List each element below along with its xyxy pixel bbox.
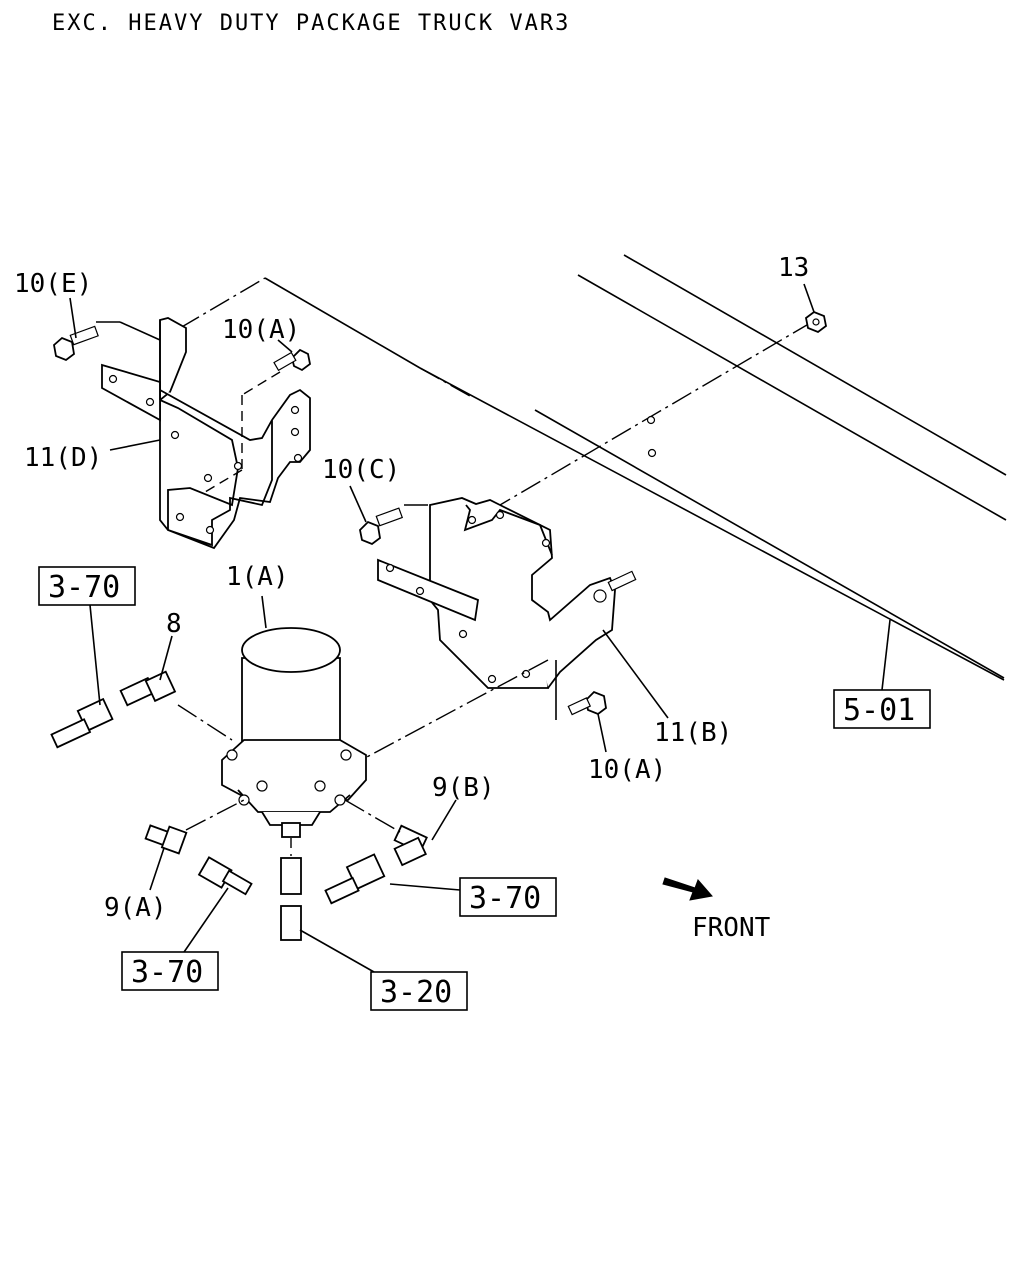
ref-box-320: 3-20	[370, 971, 468, 1011]
bolt-10a-bottom	[567, 690, 607, 716]
fitting-9b	[393, 824, 428, 867]
drain-tube	[280, 857, 302, 941]
callout-10e: 10(E)	[14, 269, 92, 299]
callout-10a-bottom: 10(A)	[588, 755, 666, 785]
air-dryer-1a	[221, 627, 367, 838]
ref-box-370-left: 3-70	[38, 566, 136, 606]
hole	[646, 415, 656, 425]
callout-10a-top: 10(A)	[222, 315, 300, 345]
bracket-11b	[377, 497, 637, 689]
callout-11b: 11(B)	[654, 718, 732, 748]
ref-box-370-bottom: 3-70	[121, 951, 219, 991]
svg-text:3-70: 3-70	[131, 955, 203, 990]
callout-9b: 9(B)	[432, 773, 495, 803]
hose-end-right	[324, 853, 386, 905]
callout-1a: 1(A)	[226, 562, 289, 592]
bolt-10a-top	[273, 348, 311, 372]
nut-13	[805, 310, 827, 334]
front-label: FRONT	[692, 913, 771, 943]
svg-text:5-01: 5-01	[843, 693, 915, 728]
callout-10c: 10(C)	[322, 455, 400, 485]
hose-end-lower-left	[197, 856, 253, 896]
svg-text:3-70: 3-70	[469, 881, 541, 916]
diagram-title: EXC. HEAVY DUTY PACKAGE TRUCK VAR3	[52, 11, 570, 36]
hole	[647, 448, 657, 458]
hose-end-left	[50, 697, 114, 749]
frame-rail	[179, 254, 1007, 681]
bolt-10e	[53, 325, 99, 362]
fitting-8	[119, 670, 177, 707]
callout-11d: 11(D)	[24, 443, 102, 473]
callout-8: 8	[166, 609, 182, 639]
ref-box-501: 5-01	[833, 689, 931, 729]
svg-text:3-20: 3-20	[380, 975, 452, 1010]
front-arrow-icon	[662, 877, 713, 901]
fitting-9a	[144, 824, 188, 855]
bolt-line-13	[499, 321, 813, 506]
bracket-11d	[101, 317, 311, 550]
callout-9a: 9(A)	[104, 893, 167, 923]
svg-text:3-70: 3-70	[48, 570, 120, 605]
ref-box-370-right: 3-70	[459, 877, 557, 917]
bolt-10c	[359, 507, 404, 546]
callout-13: 13	[778, 253, 809, 283]
